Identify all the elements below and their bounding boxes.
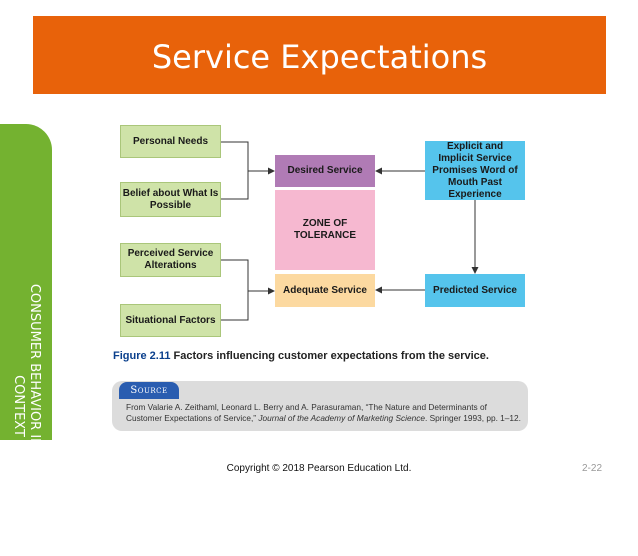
source-box: [112, 381, 528, 431]
connector-lines: [221, 141, 479, 321]
source-text-prefix: From Valarie A. Zeithaml, Leonard L. Ber…: [126, 402, 487, 423]
figure-number: Figure 2.11: [113, 350, 171, 362]
source-text-suffix: . Springer 1993, pp. 1–12.: [425, 413, 521, 423]
situational-factors-box: Situational Factors: [120, 304, 221, 337]
source-label: Source: [130, 385, 168, 396]
figure-caption: Figure 2.11 Factors influencing customer…: [113, 350, 489, 362]
connector-personal-needs: [221, 141, 249, 171]
side-tab: CONSUMER BEHAVIOR IN A SERVICES CONTEXT: [0, 124, 52, 528]
adequate-service-box: Adequate Service: [275, 274, 375, 307]
perceived-alterations-box: Perceived Service Alterations: [120, 243, 221, 277]
belief-box: Belief about What Is Possible: [120, 182, 221, 217]
slide-title: Service Expectations: [151, 38, 488, 76]
desired-service-box: Desired Service: [275, 155, 375, 187]
figure-caption-text: Factors influencing customer expectation…: [173, 350, 489, 362]
source-citation: From Valarie A. Zeithaml, Leonard L. Ber…: [126, 402, 521, 424]
personal-needs-box: Personal Needs: [120, 125, 221, 158]
title-bar: Service Expectations: [33, 16, 606, 94]
source-journal: Journal of the Academy of Marketing Scie…: [258, 413, 425, 423]
zone-of-tolerance-box: ZONE OF TOLERANCE: [275, 190, 375, 270]
connector-perceived: [221, 259, 249, 291]
source-tab: Source: [119, 382, 179, 399]
explicit-implicit-box: Explicit and Implicit Service Promises W…: [425, 141, 525, 200]
predicted-service-box: Predicted Service: [425, 274, 525, 307]
copyright-text: Copyright © 2018 Pearson Education Ltd.: [226, 463, 412, 474]
connector-situational: [221, 291, 249, 321]
connector-belief: [221, 171, 249, 200]
page-number: 2-22: [582, 463, 603, 474]
